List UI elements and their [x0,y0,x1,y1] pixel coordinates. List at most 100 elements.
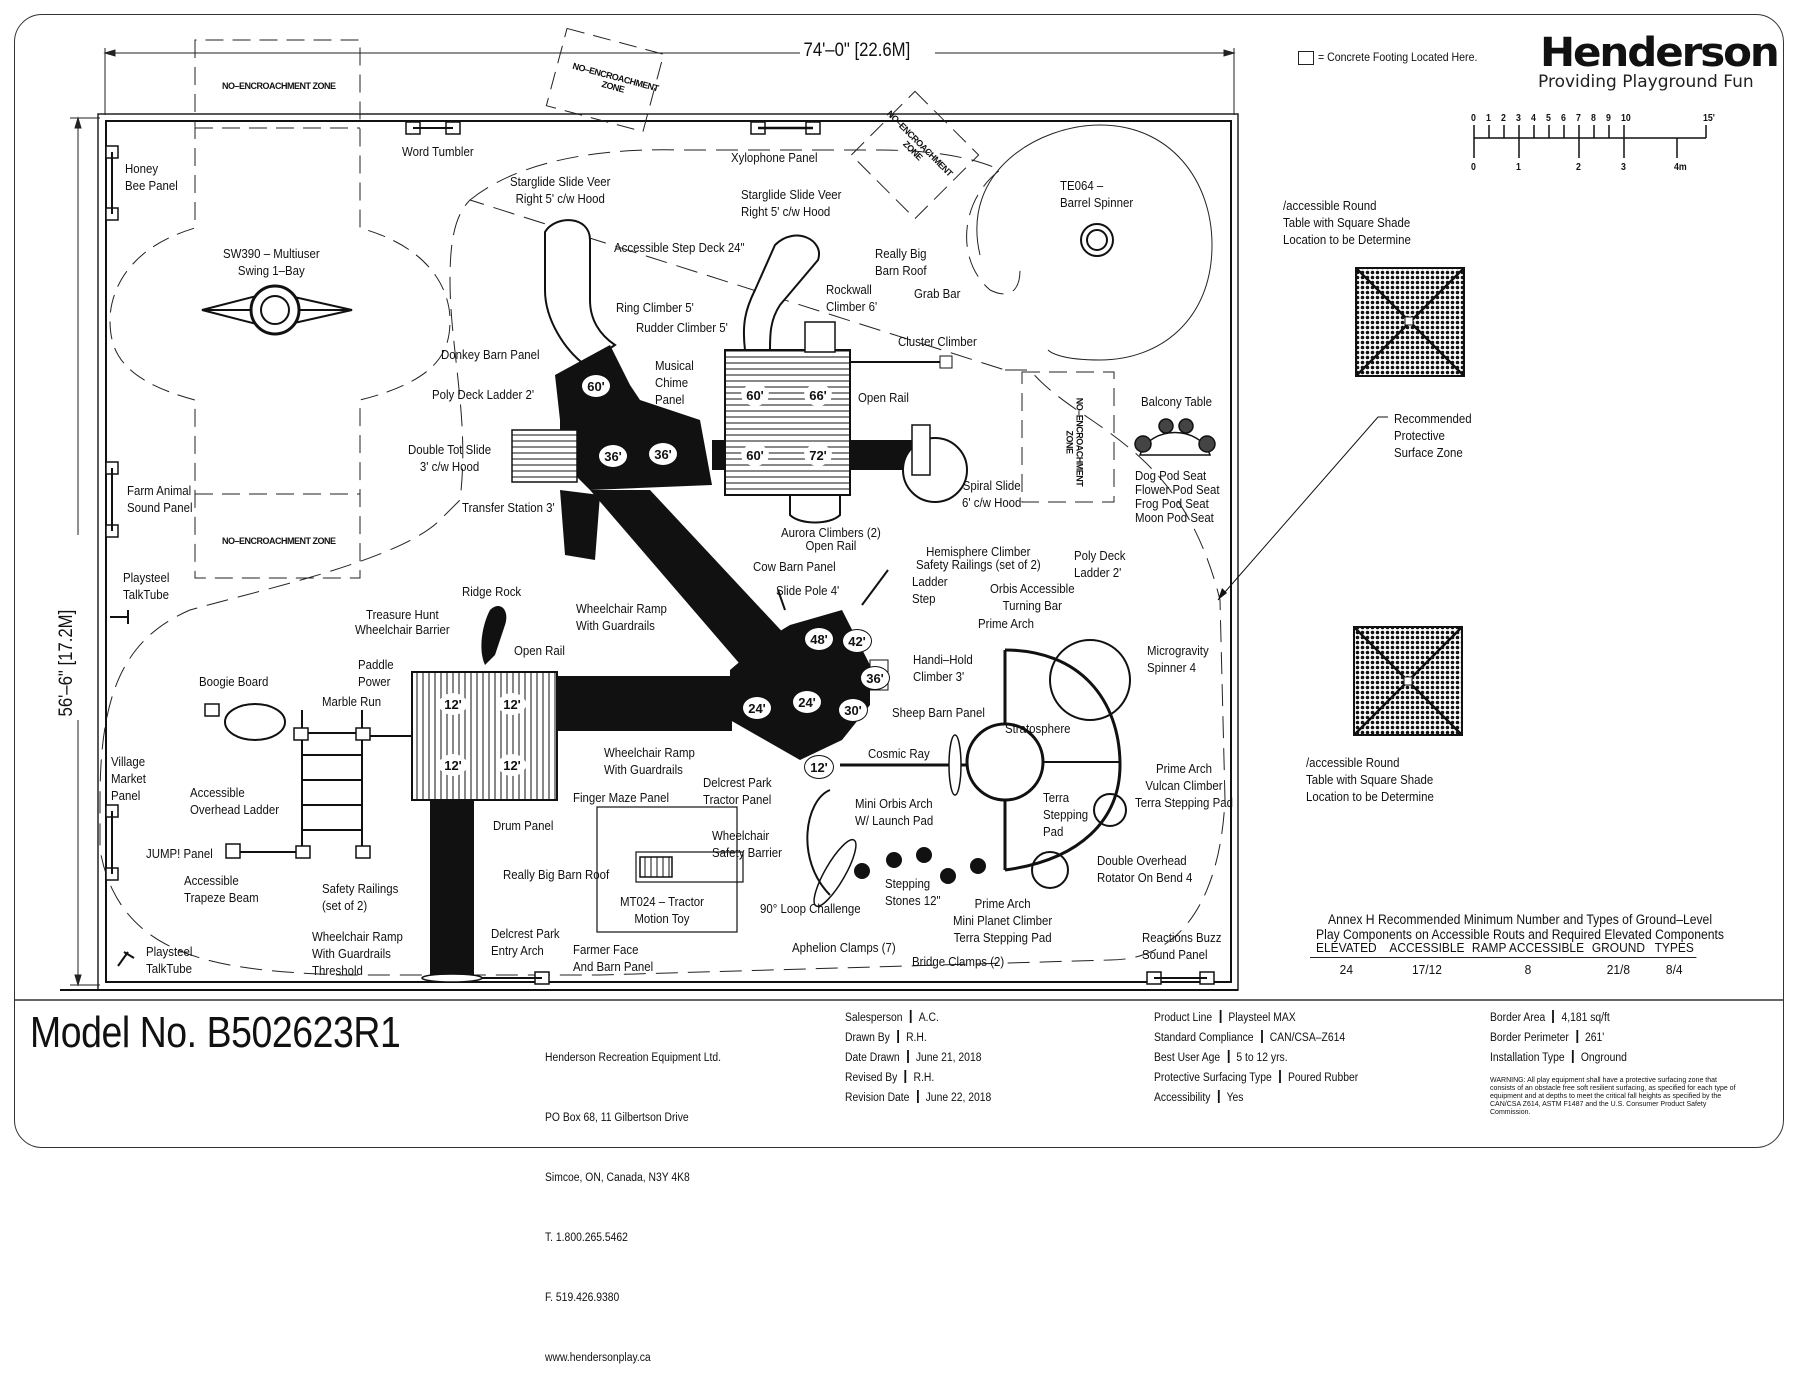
info-value: Playsteel MAX [1228,1012,1296,1024]
protective-zone-leader [1217,416,1388,601]
label-mini-orbis-arch: Mini Orbis Arch W/ Launch Pad [855,796,934,828]
label-safety-railings: Safety Railings (set of 2) [322,881,399,913]
scale-meter-tick: 2 [1576,162,1581,173]
square-shade-table-top [1355,267,1465,377]
no-encroachment-label-1: NO–ENCROACHMENT ZONE [222,81,336,91]
label-transfer-station: Transfer Station 3' [462,500,555,515]
annex-header-elevated: ELEVATED [1315,940,1377,955]
scale-feet-tick: 1 [1486,113,1491,124]
scale-feet-tick: 5 [1546,113,1551,124]
info-key: Drawn By [845,1032,890,1044]
stepping-stones [854,847,986,884]
annex-value-elevated: 24 [1339,962,1353,977]
orbis-spindle [948,734,962,796]
starglide-slide-right [742,234,821,351]
label-wheelchair-ramp-threshold: Wheelchair Ramp With Guardrails Threshol… [312,929,403,978]
site-plan-drawing [14,27,1784,1001]
ramp-threshold [421,973,483,983]
info-value: 4,181 sq/ft [1561,1012,1610,1024]
label-musical-chime-panel: Musical Chime Panel [655,358,694,407]
company-website: www.hendersonplay.ca [545,1352,651,1364]
label-protective-surface-zone: Recommended Protective Surface Zone [1394,411,1472,460]
label-farmer-face-panel: Farmer Face And Barn Panel [573,942,654,974]
loop-challenge [813,838,857,908]
label-wheelchair-ramp-lower: Wheelchair Ramp With Guardrails [604,745,695,777]
deck-height-badge: 12' [439,754,467,776]
scale-feet-tick: 8 [1591,113,1596,124]
info-value: Yes [1226,1092,1244,1104]
deck-height-badge: 12' [804,755,834,779]
annex-header-row: ELEVATED ACCESSIBLE RAMP ACCESSIBLE GROU… [1310,940,1697,958]
scale-feet-tick: 15' [1703,113,1715,124]
cluster-climber-footing [939,355,953,369]
info-row: Border Area 4,181 sq/ft [1490,1008,1627,1028]
annex-header-ramp-accessible: RAMP ACCESSIBLE [1471,940,1585,955]
label-drum-panel: Drum Panel [493,818,554,833]
info-separator [1219,1010,1222,1023]
info-value: A.C. [918,1012,939,1024]
talktube-top-icon [110,610,129,624]
label-starglide-left: Starglide Slide Veer Right 5' c/w Hood [510,174,611,206]
info-value: 261' [1585,1032,1605,1044]
deck-height-badge: 60' [741,384,769,406]
label-finger-maze-panel: Finger Maze Panel [573,790,670,805]
label-double-tot-slide: Double Tot Slide 3' c/w Hood [408,442,492,474]
label-cluster-climber: Cluster Climber [898,334,977,349]
no-encroachment-zone-top [545,27,665,133]
ground-deck [411,671,558,801]
label-balcony-table: Balcony Table [1141,394,1213,409]
label-barrel-spinner: TE064 – Barrel Spinner [1060,178,1134,210]
info-key: Salesperson [845,1012,903,1024]
company-info: Henderson Recreation Equipment Ltd. PO B… [545,1008,721,1388]
deck-height-badge: 24' [792,690,822,714]
info-key: Product Line [1154,1012,1213,1024]
label-rockwall-climber: Rockwall Climber 6' [826,282,878,314]
scale-feet-tick: 7 [1576,113,1581,124]
annex-header-accessible: ACCESSIBLE [1389,940,1465,955]
deck-height-badge: 66' [804,384,832,406]
deck-height-badge: 36' [860,666,890,690]
label-overhead-ladder: Accessible Overhead Ladder [190,785,280,817]
label-rudder-climber: Rudder Climber 5' [636,320,728,335]
concrete-footing-legend: = Concrete Footing Located Here. [1318,50,1478,64]
ridge-rock [481,605,507,665]
label-sheep-barn-panel: Sheep Barn Panel [892,705,985,720]
deck-height-badge: 48' [804,627,834,651]
info-separator [904,1070,907,1083]
deck-height-badge: 12' [498,754,526,776]
label-prime-arch-top: Prime Arch [978,616,1034,631]
label-stepping-stones: Stepping Stones 12" [885,876,941,908]
logo-tagline: Providing Playground Fun [1538,72,1754,92]
label-bridge-clamps: Bridge Clamps (2) [912,954,1005,969]
company-line: PO Box 68, 11 Gilbertson Drive [545,1112,689,1124]
slide-pole [777,589,786,611]
company-fax: F. 519.426.9380 [545,1292,620,1304]
info-key: Best User Age [1154,1052,1221,1064]
info-key: Accessibility [1154,1092,1211,1104]
no-encroachment-zone-right [1021,371,1115,503]
company-line: Simcoe, ON, Canada, N3Y 4K8 [545,1172,690,1184]
info-separator [909,1010,912,1023]
info-separator [1278,1070,1281,1083]
width-dimension: 74'–0" [22.6M] [800,41,914,60]
loop-challenge-arc [806,789,831,896]
info-key: Border Area [1490,1012,1546,1024]
info-value: June 21, 2018 [915,1052,982,1064]
width-dimension-line [103,48,1236,115]
label-microgravity-spinner: Microgravity Spinner 4 [1147,643,1209,675]
label-accessible-step-deck: Accessible Step Deck 24" [614,240,745,255]
label-square-shade-table-bottom: /accessible Round Table with Square Shad… [1306,755,1434,804]
balcony-table [1134,418,1216,456]
label-spiral-slide: Spiral Slide 6' c/w Hood [962,478,1022,510]
protective-surface-zone-outline [99,149,1226,976]
label-donkey-barn-panel: Donkey Barn Panel [441,347,540,362]
label-slide-pole: Slide Pole 4' [776,583,840,598]
info-key: Revised By [845,1072,898,1084]
info-row: Salesperson A.C. [845,1008,991,1028]
annex-value-ground: 21/8 [1606,962,1631,977]
label-word-tumbler: Word Tumbler [402,144,474,159]
